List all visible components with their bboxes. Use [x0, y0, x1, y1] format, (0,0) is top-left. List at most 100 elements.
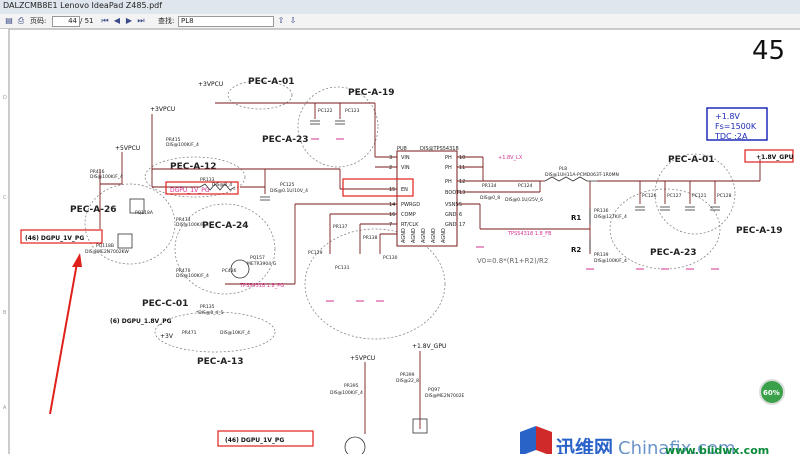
- rail-5vpcu-left: +5VPCU: [115, 145, 140, 152]
- highlight-18v-gpu: [744, 149, 794, 163]
- pr474-value: DIS@100K/F_4: [176, 222, 209, 228]
- pr133-value: DIS@0_4: [212, 182, 232, 188]
- last-page-icon[interactable]: ⏭: [137, 16, 145, 25]
- pec-a23-right-label: PEC-A-23: [650, 248, 697, 258]
- ic-pin-left: VIN: [401, 165, 410, 171]
- ic-pin-right: GND: [445, 222, 457, 228]
- pl8-value: DIS@1UH11A-PCMD063T-1R0MN: [545, 172, 619, 178]
- page-number-input[interactable]: 44: [52, 16, 80, 27]
- ic-pin-number: 5: [459, 202, 462, 208]
- pr415-value: DIS@100K/F_4: [166, 142, 199, 148]
- pu8-name: PU8: [397, 146, 407, 152]
- schematic-page: D C B A 45 +1.8V Fs=1500K TDC :2A PEC-A-…: [0, 28, 800, 458]
- pr399-value: DIS@22_8: [396, 378, 419, 384]
- pq157-label: PQ157: [250, 255, 265, 261]
- page-number: 45: [752, 36, 785, 66]
- ic-pin-number: 12: [459, 179, 465, 185]
- pr134-value: DIS@0_8: [480, 195, 500, 201]
- highlight-pg: [165, 181, 239, 195]
- ic-pin-right: PH: [445, 155, 452, 161]
- ic-pin-left: EN: [401, 187, 408, 193]
- ic-pin-bottom: AGND: [411, 228, 417, 243]
- ic-pin-number: 13: [459, 190, 465, 196]
- rail-3vpcu-top: +3VPCU: [198, 81, 223, 88]
- pr133-label: PR133: [200, 177, 215, 183]
- spec-line-1: +1.8V: [715, 112, 740, 121]
- pr395-label: PR395: [344, 383, 359, 389]
- ic-pin-number: 16: [389, 212, 395, 218]
- next-page-icon[interactable]: ▶: [125, 16, 133, 25]
- r1-label: R1: [571, 214, 581, 222]
- ic-pin-number: 3: [389, 155, 392, 161]
- pec-a19-label: PEC-A-19: [348, 88, 395, 98]
- window-titlebar: DALZCMB8E1 Lenovo IdeaPad Z485.pdf: [0, 0, 800, 15]
- pc121-label: PC121: [692, 193, 707, 199]
- rail-18v-gpu-right: +1.8V_GPU: [756, 154, 794, 161]
- dgpu-pg-bottom-connector[interactable]: (46) DGPU_1V_PG: [225, 437, 284, 444]
- svg-text:B: B: [3, 310, 7, 316]
- pc129-label: PC129: [308, 250, 323, 256]
- annotation-arrow: [49, 262, 78, 415]
- rail-18v-gpu-bottom: +1.8V_GPU: [412, 343, 446, 350]
- pl8-label: PL8: [559, 166, 567, 172]
- pc125-label: PC125: [280, 182, 295, 188]
- search-input[interactable]: PL8: [178, 16, 274, 27]
- ic-pin-number: 15: [389, 187, 395, 193]
- pr416-value: DIS@100K/F_4: [90, 174, 123, 180]
- search-label: 查找:: [158, 17, 175, 25]
- window-title: DALZCMB8E1 Lenovo IdeaPad Z485.pdf: [3, 1, 163, 10]
- pq97-label: PQ97: [428, 387, 440, 393]
- ic-pin-left: PWRGD: [401, 202, 420, 208]
- ic-pin-bottom: AGND: [401, 228, 407, 243]
- ic-pin-left: COMP: [401, 212, 416, 218]
- net-tps-pg: TPS54318 1.8_PG: [239, 283, 284, 289]
- ic-pin-number: 11: [459, 165, 465, 171]
- pq118a-label: PQ118A: [135, 210, 154, 216]
- pr415-label: PR415: [166, 137, 181, 143]
- dgpu-pg-left-connector[interactable]: (46) DGPU_1V_PG: [25, 235, 84, 242]
- arrow-head-icon: [72, 253, 82, 267]
- ic-pin-number: 10: [459, 155, 465, 161]
- pr471-value: DIS@10K/F_4: [220, 330, 250, 336]
- open-icon[interactable]: ▤: [5, 16, 13, 25]
- pr135-value: *DIS@0_4_S: [196, 310, 224, 316]
- pec-a23-label: PEC-A-23: [262, 135, 309, 145]
- ic-pin-number: 2: [389, 165, 392, 171]
- ic-pin-number: 7: [389, 222, 392, 228]
- pr474-label: PR474: [176, 217, 191, 223]
- pr136-value: DIS@127K/F_4: [594, 214, 627, 220]
- svg-text:C: C: [3, 195, 7, 201]
- pc131-label: PC131: [335, 265, 350, 271]
- pc124-label: PC124: [518, 183, 533, 189]
- pc124-value: DIS@0.1U/25V_6: [505, 197, 543, 203]
- zoom-badge[interactable]: [759, 379, 785, 405]
- prev-page-icon[interactable]: ◀: [113, 16, 121, 25]
- find-next-icon[interactable]: ⇩: [289, 16, 297, 25]
- first-page-icon[interactable]: ⏮: [101, 16, 109, 25]
- pec-a26-label: PEC-A-26: [70, 205, 117, 215]
- dgpu-18v-pg-connector[interactable]: (6) DGPU_1.8V_PG: [110, 318, 172, 325]
- pc127-label: PC127: [667, 193, 682, 199]
- find-prev-icon[interactable]: ⇧: [277, 16, 285, 25]
- highlight-dgpu-pg-bottom: [217, 430, 314, 447]
- pc436-label: PC436: [222, 268, 237, 274]
- svg-text:A: A: [3, 405, 7, 411]
- watermark: 迅维网 Chinafix.com www.bjjdwx.com: [520, 426, 769, 458]
- pec-a13-label: PEC-A-13: [197, 357, 244, 367]
- pr135-label: PR135: [200, 304, 215, 310]
- watermark-brand: 迅维网: [556, 436, 613, 454]
- ic-pin-right: GND: [445, 212, 457, 218]
- net-tps-fb: TPS54318 1.8_FB: [507, 231, 552, 237]
- pr470-label: PR470: [176, 268, 191, 274]
- watermark-latin: Chinafix.com: [618, 438, 736, 454]
- ic-pin-number: 6: [459, 212, 462, 218]
- ic-pin-bottom: AGND: [441, 228, 447, 243]
- pec-c01-label: PEC-C-01: [142, 299, 188, 309]
- pr134-label: PR134: [482, 183, 497, 189]
- pr395-value: DIS@100K/F_4: [330, 390, 363, 396]
- pr399-label: PR399: [400, 372, 415, 378]
- rail-3vpcu-mid: +3VPCU: [150, 106, 175, 113]
- ic-pin-left: RT/CLK: [401, 222, 419, 228]
- print-icon[interactable]: ⎙: [17, 16, 25, 25]
- net-18v-lx: +1.8V_LX: [498, 155, 523, 161]
